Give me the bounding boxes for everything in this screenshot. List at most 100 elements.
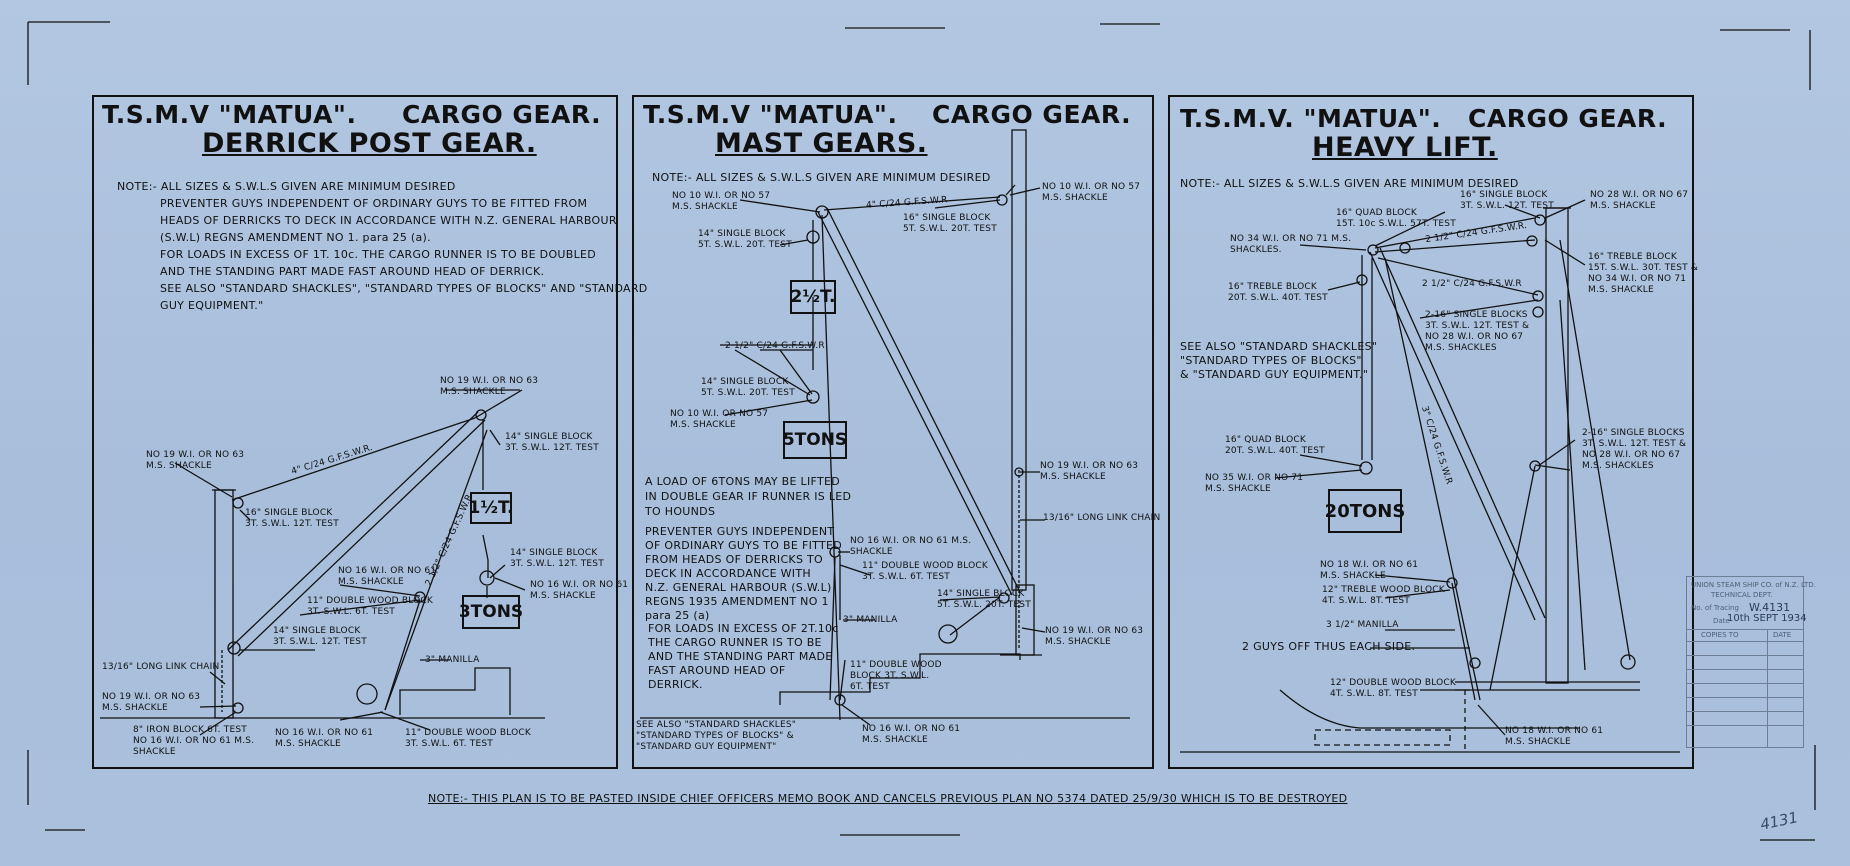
panel-derrick-post-gear bbox=[92, 95, 618, 769]
panel2-label: NO 10 W.I. OR NO 57 M.S. SHACKLE bbox=[670, 409, 769, 430]
panel3-label: 16" TREBLE BLOCK 20T. S.W.L. 40T. TEST bbox=[1228, 282, 1328, 303]
panel1-label: 8" IRON BLOCK 6T. TEST NO 16 W.I. OR NO … bbox=[133, 725, 255, 757]
load-box-5tons: 5TONS bbox=[783, 421, 847, 459]
panel3-title-gear: CARGO GEAR. bbox=[1468, 104, 1668, 133]
heavy-lift-drawing bbox=[1180, 199, 1680, 753]
panel2-label: NO 16 W.I. OR NO 61 M.S. SHACKLE bbox=[850, 536, 972, 557]
panel1-note-line: NOTE:- ALL SIZES & S.W.L.S GIVEN ARE MIN… bbox=[117, 180, 456, 193]
stamp-date-value: 10th SEPT 1934 bbox=[1727, 613, 1807, 624]
panel2-para: A LOAD OF 6TONS MAY BE LIFTED IN DOUBLE … bbox=[645, 475, 852, 518]
panel2-subtitle: MAST GEARS. bbox=[715, 128, 928, 159]
stamp-date-column: DATE bbox=[1773, 631, 1792, 639]
panel2-label: NO 10 W.I. OR NO 57 M.S. SHACKLE bbox=[672, 191, 771, 212]
panel-heavy-lift bbox=[1168, 95, 1694, 769]
stamp-rule bbox=[1687, 629, 1803, 630]
panel1-label: NO 19 W.I. OR NO 63 M.S. SHACKLE bbox=[440, 376, 539, 397]
panel2-label: 2 1/2" C/24 G.F.S.W.R bbox=[725, 341, 825, 351]
panel1-title-ship: T.S.M.V "MATUA". bbox=[102, 100, 357, 129]
stamp-rule bbox=[1687, 655, 1803, 656]
panel2-label: NO 10 W.I. OR NO 57 M.S. SHACKLE bbox=[1042, 182, 1141, 203]
panel1-label: NO 16 W.I. OR NO 61 M.S. SHACKLE bbox=[530, 580, 629, 601]
panel1-label: 11" DOUBLE WOOD BLOCK 3T. S.W.L. 6T. TES… bbox=[405, 728, 531, 749]
panel1-subtitle: DERRICK POST GEAR. bbox=[202, 128, 537, 159]
panel1-label: 13/16" LONG LINK CHAIN bbox=[102, 662, 220, 672]
stamp-rule bbox=[1687, 669, 1803, 670]
panel1-label: NO 19 W.I. OR NO 63 M.S. SHACKLE bbox=[102, 692, 201, 713]
panel3-label: 12" TREBLE WOOD BLOCK 4T. S.W.L. 8T. TES… bbox=[1322, 585, 1445, 606]
panel3-subtitle: HEAVY LIFT. bbox=[1312, 132, 1498, 163]
stamp-rule bbox=[1687, 683, 1803, 684]
tracing-stamp: UNION STEAM SHIP CO. of N.Z. LTD. TECHNI… bbox=[1686, 576, 1816, 748]
panel3-label: NO 35 W.I. OR NO 71 M.S. SHACKLE bbox=[1205, 473, 1304, 494]
panel2-label: 3" MANILLA bbox=[843, 615, 898, 625]
panel1-label: 14" SINGLE BLOCK 3T. S.W.L. 12T. TEST bbox=[510, 548, 604, 569]
panel3-label: 2 GUYS OFF THUS EACH SIDE. bbox=[1242, 640, 1416, 653]
panel2-label: 13/16" LONG LINK CHAIN bbox=[1043, 513, 1161, 523]
panel1-label: NO 16 W.I. OR NO 61 M.S. SHACKLE bbox=[338, 566, 437, 587]
mast-gears-drawing bbox=[640, 129, 1130, 726]
panel3-label: 3 1/2" MANILLA bbox=[1326, 620, 1399, 630]
panel2-label: NO 16 W.I. OR NO 61 M.S. SHACKLE bbox=[862, 724, 961, 745]
footer-note: NOTE:- THIS PLAN IS TO BE PASTED INSIDE … bbox=[428, 792, 1348, 805]
stamp-rule bbox=[1687, 641, 1803, 642]
panel3-label: NO 34 W.I. OR NO 71 M.S. SHACKLES. bbox=[1230, 234, 1352, 255]
panel3-note: NOTE:- ALL SIZES & S.W.L.S GIVEN ARE MIN… bbox=[1180, 177, 1519, 190]
panel1-label: 16" SINGLE BLOCK 3T. S.W.L. 12T. TEST bbox=[245, 508, 339, 529]
panel1-note-line: FOR LOADS IN EXCESS OF 1T. 10c. THE CARG… bbox=[160, 248, 597, 261]
panel2-label: NO 19 W.I. OR NO 63 M.S. SHACKLE bbox=[1040, 461, 1139, 482]
panel1-note-line: PREVENTER GUYS INDEPENDENT OF ORDINARY G… bbox=[160, 197, 588, 210]
panel1-label: 14" SINGLE BLOCK 3T. S.W.L. 12T. TEST bbox=[273, 626, 367, 647]
panel3-label: NO 18 W.I. OR NO 61 M.S. SHACKLE bbox=[1505, 726, 1604, 747]
load-box-2-5t: 2½T. bbox=[790, 280, 836, 314]
panel2-para: PREVENTER GUYS INDEPENDENT OF ORDINARY G… bbox=[645, 525, 842, 622]
panel1-note-line: GUY EQUIPMENT." bbox=[160, 299, 264, 312]
panel2-para: FOR LOADS IN EXCESS OF 2T.10c THE CARGO … bbox=[648, 622, 839, 691]
panel2-note: NOTE:- ALL SIZES & S.W.L.S GIVEN ARE MIN… bbox=[652, 171, 991, 184]
panel3-label: 16" QUAD BLOCK 15T. 10c S.W.L. 57T. TEST bbox=[1336, 208, 1456, 229]
panel1-label: 3" MANILLA bbox=[425, 655, 480, 665]
panel3-label: NO 28 W.I. OR NO 67 M.S. SHACKLE bbox=[1590, 190, 1689, 211]
panel2-label: 16" SINGLE BLOCK 5T. S.W.L. 20T. TEST bbox=[903, 213, 997, 234]
panel1-label: NO 19 W.I. OR NO 63 M.S. SHACKLE bbox=[146, 450, 245, 471]
panel1-note-line: SEE ALSO "STANDARD SHACKLES", "STANDARD … bbox=[160, 282, 648, 295]
panel1-title-gear: CARGO GEAR. bbox=[402, 100, 602, 129]
stamp-date-label: Date bbox=[1713, 617, 1730, 625]
panel3-label: 2 1/2" C/24 G.F.S.W.R bbox=[1422, 279, 1522, 289]
panel1-note-line: AND THE STANDING PART MADE FAST AROUND H… bbox=[160, 265, 545, 278]
panel3-title-ship: T.S.M.V. "MATUA". bbox=[1180, 104, 1442, 133]
panel2-title-gear: CARGO GEAR. bbox=[932, 100, 1132, 129]
stamp-rule bbox=[1687, 725, 1803, 726]
stamp-tracing-label: No. of Tracing bbox=[1691, 604, 1739, 612]
panel3-label: 12" DOUBLE WOOD BLOCK 4T. S.W.L. 8T. TES… bbox=[1330, 678, 1456, 699]
load-box-1-5t: 1½T. bbox=[469, 492, 513, 524]
stamp-tracing-number: W.4131 bbox=[1749, 601, 1791, 614]
panel3-label: 2-16" SINGLE BLOCKS 3T. S.W.L. 12T. TEST… bbox=[1425, 310, 1530, 353]
stamp-rule bbox=[1687, 697, 1803, 698]
panel2-label: 14" SINGLE BLOCK 5T. S.W.L. 20T. TEST bbox=[937, 589, 1031, 610]
panel1-label: 14" SINGLE BLOCK 3T. S.W.L. 12T. TEST bbox=[505, 432, 599, 453]
panel3-label: 2-16" SINGLE BLOCKS 3T. S.W.L. 12T. TEST… bbox=[1582, 428, 1687, 471]
panel-mast-gears bbox=[632, 95, 1154, 769]
panel3-label: 16" SINGLE BLOCK 3T. S.W.L. 12T. TEST bbox=[1460, 190, 1554, 211]
stamp-copies-to: COPIES TO bbox=[1701, 631, 1739, 639]
panel2-label: 11" DOUBLE WOOD BLOCK 3T. S.W.L. 6T. TES… bbox=[850, 660, 942, 692]
panel1-note-line: (S.W.L) REGNS AMENDMENT NO 1. para 25 (a… bbox=[160, 231, 431, 244]
stamp-company: UNION STEAM SHIP CO. of N.Z. LTD. bbox=[1691, 581, 1816, 589]
panel3-para: SEE ALSO "STANDARD SHACKLES" "STANDARD T… bbox=[1180, 340, 1378, 381]
panel1-note-line: HEADS OF DERRICKS TO DECK IN ACCORDANCE … bbox=[160, 214, 617, 227]
panel3-label: NO 18 W.I. OR NO 61 M.S. SHACKLE bbox=[1320, 560, 1419, 581]
panel2-label: NO 19 W.I. OR NO 63 M.S. SHACKLE bbox=[1045, 626, 1144, 647]
panel2-label: 14" SINGLE BLOCK 5T. S.W.L. 20T. TEST bbox=[701, 377, 795, 398]
panel2-title-ship: T.S.M.V "MATUA". bbox=[643, 100, 898, 129]
derrick-post-drawing bbox=[100, 389, 545, 736]
panel3-label: 16" TREBLE BLOCK 15T. S.W.L. 30T. TEST &… bbox=[1588, 252, 1699, 295]
stamp-dept: TECHNICAL DEPT. bbox=[1711, 591, 1773, 599]
load-box-3tons: 3TONS bbox=[459, 595, 523, 629]
panel2-para: SEE ALSO "STANDARD SHACKLES" "STANDARD T… bbox=[636, 720, 797, 752]
stamp-rule bbox=[1687, 711, 1803, 712]
panel2-label: 11" DOUBLE WOOD BLOCK 3T. S.W.L. 6T. TES… bbox=[862, 561, 988, 582]
panel3-label: 16" QUAD BLOCK 20T. S.W.L. 40T. TEST bbox=[1225, 435, 1325, 456]
panel1-label: 11" DOUBLE WOOD BLOCK 3T. S.W.L. 6T. TES… bbox=[307, 596, 433, 617]
